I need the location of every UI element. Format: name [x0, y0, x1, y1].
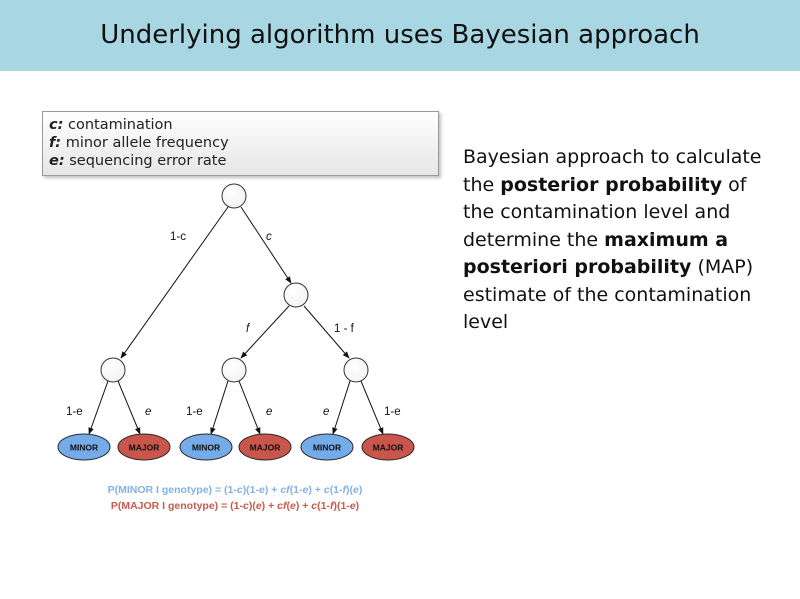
- leaf-label-4: MAJOR: [250, 443, 281, 453]
- edge-mid-right: [303, 305, 350, 359]
- edge-l1-right: [117, 380, 141, 435]
- label-mid-right: 1 - f: [334, 323, 355, 335]
- leaf-major-6: [361, 433, 415, 461]
- leaf-major-4: [238, 433, 292, 461]
- label-l2-right: e: [266, 406, 272, 418]
- edge-l3-left: [332, 380, 351, 435]
- label-mid-left: f: [246, 323, 251, 335]
- slide-header: Underlying algorithm uses Bayesian appro…: [0, 0, 800, 71]
- label-l3-left: e: [323, 406, 329, 418]
- variable-legend: c: contamination f: minor allele frequen…: [42, 111, 439, 176]
- edge-root-right: [240, 206, 292, 284]
- edge-root-left: [120, 206, 229, 359]
- tree-node-l2: [221, 357, 247, 383]
- edge-l2-left: [210, 380, 229, 435]
- label-l2-left: 1-e: [186, 406, 203, 418]
- leaf-label-6: MAJOR: [373, 443, 404, 453]
- tree-node-l3: [343, 357, 369, 383]
- description-text: Bayesian approach to calculate the poste…: [463, 146, 762, 333]
- leaf-label-2: MAJOR: [129, 443, 160, 453]
- label-l1-left: 1-e: [66, 406, 83, 418]
- formula-major: P(MAJOR I genotype) = (1-c)(e) + cf(e) +…: [110, 500, 360, 512]
- leaf-major-2: [117, 433, 171, 461]
- edge-l2-right: [238, 380, 261, 435]
- edge-l1-left: [88, 380, 109, 435]
- leaf-label-5: MINOR: [313, 443, 341, 453]
- edge-mid-left: [240, 305, 290, 359]
- legend-item-allele-frequency: f: minor allele frequency: [49, 135, 229, 151]
- legend-item-contamination: c: contamination: [49, 117, 173, 133]
- leaf-label-1: MINOR: [70, 443, 98, 453]
- edge-l3-right: [360, 380, 384, 435]
- label-l3-right: 1-e: [384, 406, 401, 418]
- formula-minor: P(MINOR I genotype) = (1-c)(1-e) + cf(1-…: [107, 484, 363, 496]
- tree-node-contaminated: [283, 282, 309, 308]
- tree-node-l1: [100, 357, 126, 383]
- label-root-left: 1-c: [170, 231, 186, 243]
- label-root-right: c: [266, 231, 272, 243]
- leaf-minor-5: [300, 433, 354, 461]
- leaf-minor-1: [57, 433, 111, 461]
- slide-title: Underlying algorithm uses Bayesian appro…: [100, 20, 700, 50]
- legend-item-error-rate: e: sequencing error rate: [49, 153, 227, 169]
- tree-node-root: [221, 183, 247, 209]
- label-l1-right: e: [145, 406, 151, 418]
- leaf-minor-3: [179, 433, 233, 461]
- leaf-label-3: MINOR: [192, 443, 220, 453]
